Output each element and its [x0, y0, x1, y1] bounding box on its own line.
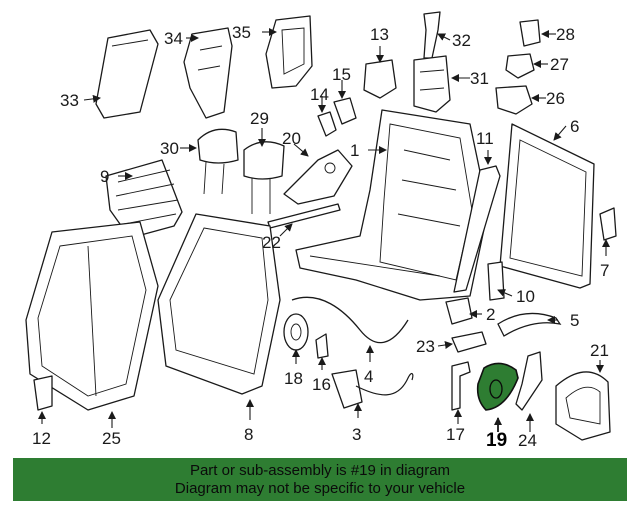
callout-35: 35: [232, 23, 251, 42]
part-7-handle: [599, 207, 617, 241]
callout-13: 13: [370, 25, 389, 44]
callout-8: 8: [244, 425, 253, 444]
part-11-side-rail: [453, 165, 501, 293]
part-5-cable: [497, 312, 562, 337]
callout-16: 16: [312, 375, 331, 394]
callout-32: 32: [452, 31, 471, 50]
callout-14: 14: [310, 85, 329, 104]
part-29-headrest: [243, 141, 285, 214]
callout-33: 33: [60, 91, 79, 110]
callout-19: 19: [486, 430, 507, 451]
part-19-highlighted: [476, 362, 519, 411]
part-32-release-handle: [423, 11, 441, 59]
notice-line-2: Diagram may not be specific to your vehi…: [174, 479, 466, 497]
part-18-disc: [283, 313, 309, 351]
notice-banner: Part or sub-assembly is #19 in diagram D…: [13, 458, 627, 501]
callout-7: 7: [600, 261, 609, 280]
part-30-headrest: [197, 128, 239, 195]
callout-3: 3: [352, 425, 361, 444]
part-10-bracket: [487, 261, 505, 301]
part-27-cap: [505, 53, 535, 79]
callout-28: 28: [556, 25, 575, 44]
part-16-hook: [315, 333, 329, 359]
part-31-latch-bracket: [413, 55, 451, 113]
callout-20: 20: [282, 129, 301, 148]
callout-11: 11: [476, 129, 494, 148]
part-22-bar: [267, 203, 341, 229]
callout-21: 21: [590, 341, 609, 360]
part-15-bracket: [333, 97, 357, 125]
callout-5: 5: [570, 311, 579, 330]
part-33-cushion-pad: [95, 29, 159, 119]
part-6-back-panel: [499, 123, 595, 289]
callout-22: 22: [262, 233, 281, 252]
callout-9: 9: [100, 167, 109, 186]
part-35-cover-panel: [265, 15, 313, 89]
part-25-seat-back-cover: [25, 221, 159, 411]
callout-30: 30: [160, 139, 179, 158]
callout-23: 23: [416, 337, 435, 356]
callout-27: 27: [550, 55, 569, 74]
callout-2: 2: [486, 305, 495, 324]
part-26-trim-cover: [495, 85, 533, 115]
leader-lines: [38, 28, 610, 432]
callout-12: 12: [32, 429, 51, 448]
callout-15: 15: [332, 65, 351, 84]
callout-1: 1: [350, 141, 359, 160]
callout-18: 18: [284, 369, 303, 388]
part-28-clip: [519, 19, 541, 47]
callout-31: 31: [470, 69, 489, 88]
callout-34: 34: [164, 29, 183, 48]
part-17-bracket: [451, 361, 471, 411]
callout-6: 6: [570, 117, 579, 136]
part-24-strap: [515, 351, 543, 411]
callout-29: 29: [250, 109, 269, 128]
callout-25: 25: [102, 429, 121, 448]
part-3-cable-bracket: [331, 369, 414, 409]
part-21-side-trim: [555, 371, 611, 441]
callout-26: 26: [546, 89, 565, 108]
part-12-bracket: [33, 375, 53, 411]
part-13-latch: [363, 59, 397, 99]
part-23-bracket: [451, 331, 487, 353]
part-4-cable: [291, 296, 409, 344]
callout-24: 24: [518, 431, 537, 450]
part-2-hinge: [445, 297, 473, 325]
notice-line-1: Part or sub-assembly is #19 in diagram: [189, 461, 451, 479]
part-34-side-panel: [183, 27, 233, 119]
callout-10: 10: [516, 287, 535, 306]
part-20-hinge-plate: [283, 149, 353, 205]
callout-17: 17: [446, 425, 465, 444]
callout-4: 4: [364, 367, 373, 386]
part-14-bracket: [317, 111, 337, 137]
part-8-seat-back: [157, 213, 281, 395]
